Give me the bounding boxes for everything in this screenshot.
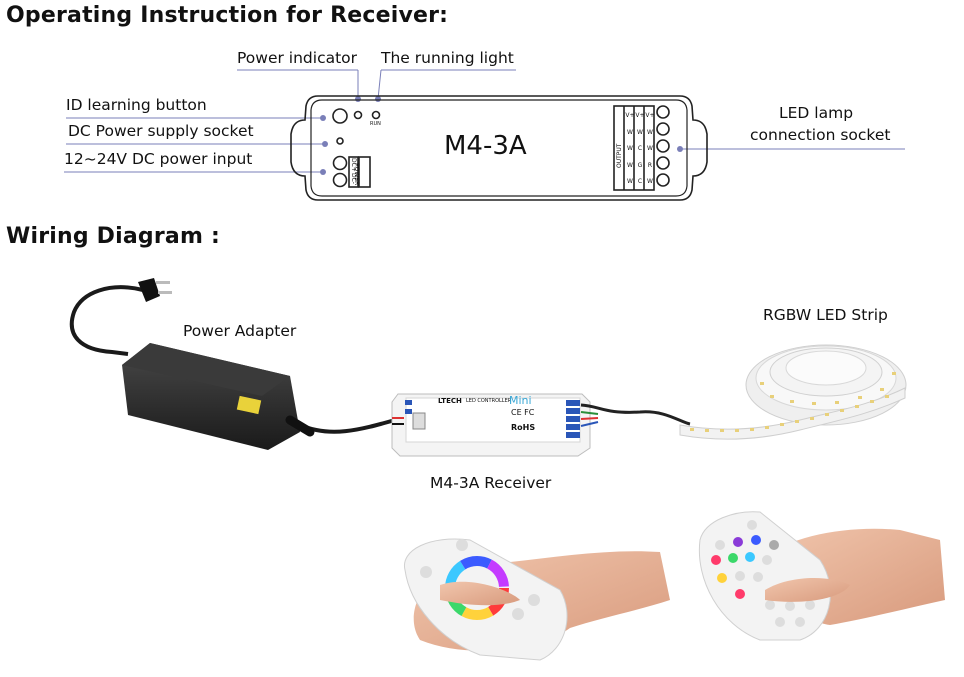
remote-wheel-hand — [404, 538, 670, 661]
remote-button-hand — [698, 511, 945, 641]
leader-lines — [64, 69, 905, 173]
terminal-1-4: C — [637, 178, 643, 185]
terminal-2-3: R — [647, 161, 653, 169]
controller-marks: CE FC — [511, 408, 535, 417]
label-id-learning-button: ID learning button — [66, 96, 207, 114]
terminal-0-4: W — [627, 178, 633, 185]
led-dots — [690, 372, 896, 432]
label-receiver: M4-3A Receiver — [430, 474, 552, 492]
terminal-1-3: G — [637, 161, 643, 169]
run-mark: RUN — [370, 121, 381, 127]
receiver-outline — [290, 95, 708, 201]
controller-series: Mini — [509, 394, 532, 407]
label-dc-power-input: 12~24V DC power input — [64, 150, 253, 168]
terminal-1-2: C — [637, 145, 643, 152]
terminal-0-0: V+ — [625, 112, 635, 119]
led-strip-reel — [679, 344, 907, 440]
power-adapter — [69, 278, 396, 450]
section-heading-wiring-diagram: Wiring Diagram : — [6, 224, 220, 249]
label-power-indicator: Power indicator — [237, 49, 358, 67]
remote-buttons — [711, 520, 815, 627]
terminal-1-0: V+ — [635, 112, 645, 119]
terminal-2-2: W — [647, 145, 653, 152]
label-running-light: The running light — [381, 49, 514, 67]
terminal-2-1: W — [647, 128, 653, 136]
terminal-2-4: W — [647, 178, 653, 185]
terminal-2-0: V+ — [645, 112, 655, 119]
label-connection-socket: connection socket — [750, 126, 891, 144]
device-model-label: M4-3A — [444, 131, 527, 161]
output-mark: OUTPUT — [616, 143, 623, 168]
mini-controller — [391, 393, 691, 457]
label-dc-power-socket: DC Power supply socket — [68, 122, 254, 140]
terminal-0-2: W — [627, 145, 633, 152]
terminal-0-1: W — [627, 128, 633, 136]
controller-rohs: RoHS — [511, 423, 536, 432]
label-power-adapter: Power Adapter — [183, 322, 297, 340]
controller-brand-sub: LED CONTROLLER — [466, 398, 512, 404]
label-led-lamp: LED lamp — [779, 104, 854, 122]
controller-brand: LTECH — [438, 397, 462, 405]
dc-plus-mark: DC+ — [350, 158, 357, 172]
dc-minus-mark: DC- — [350, 173, 357, 184]
label-rgbw-strip: RGBW LED Strip — [763, 306, 888, 324]
terminal-0-3: W — [627, 161, 633, 169]
terminal-1-1: W — [637, 128, 643, 136]
section-heading-operating-instruction: Operating Instruction for Receiver: — [6, 3, 449, 28]
